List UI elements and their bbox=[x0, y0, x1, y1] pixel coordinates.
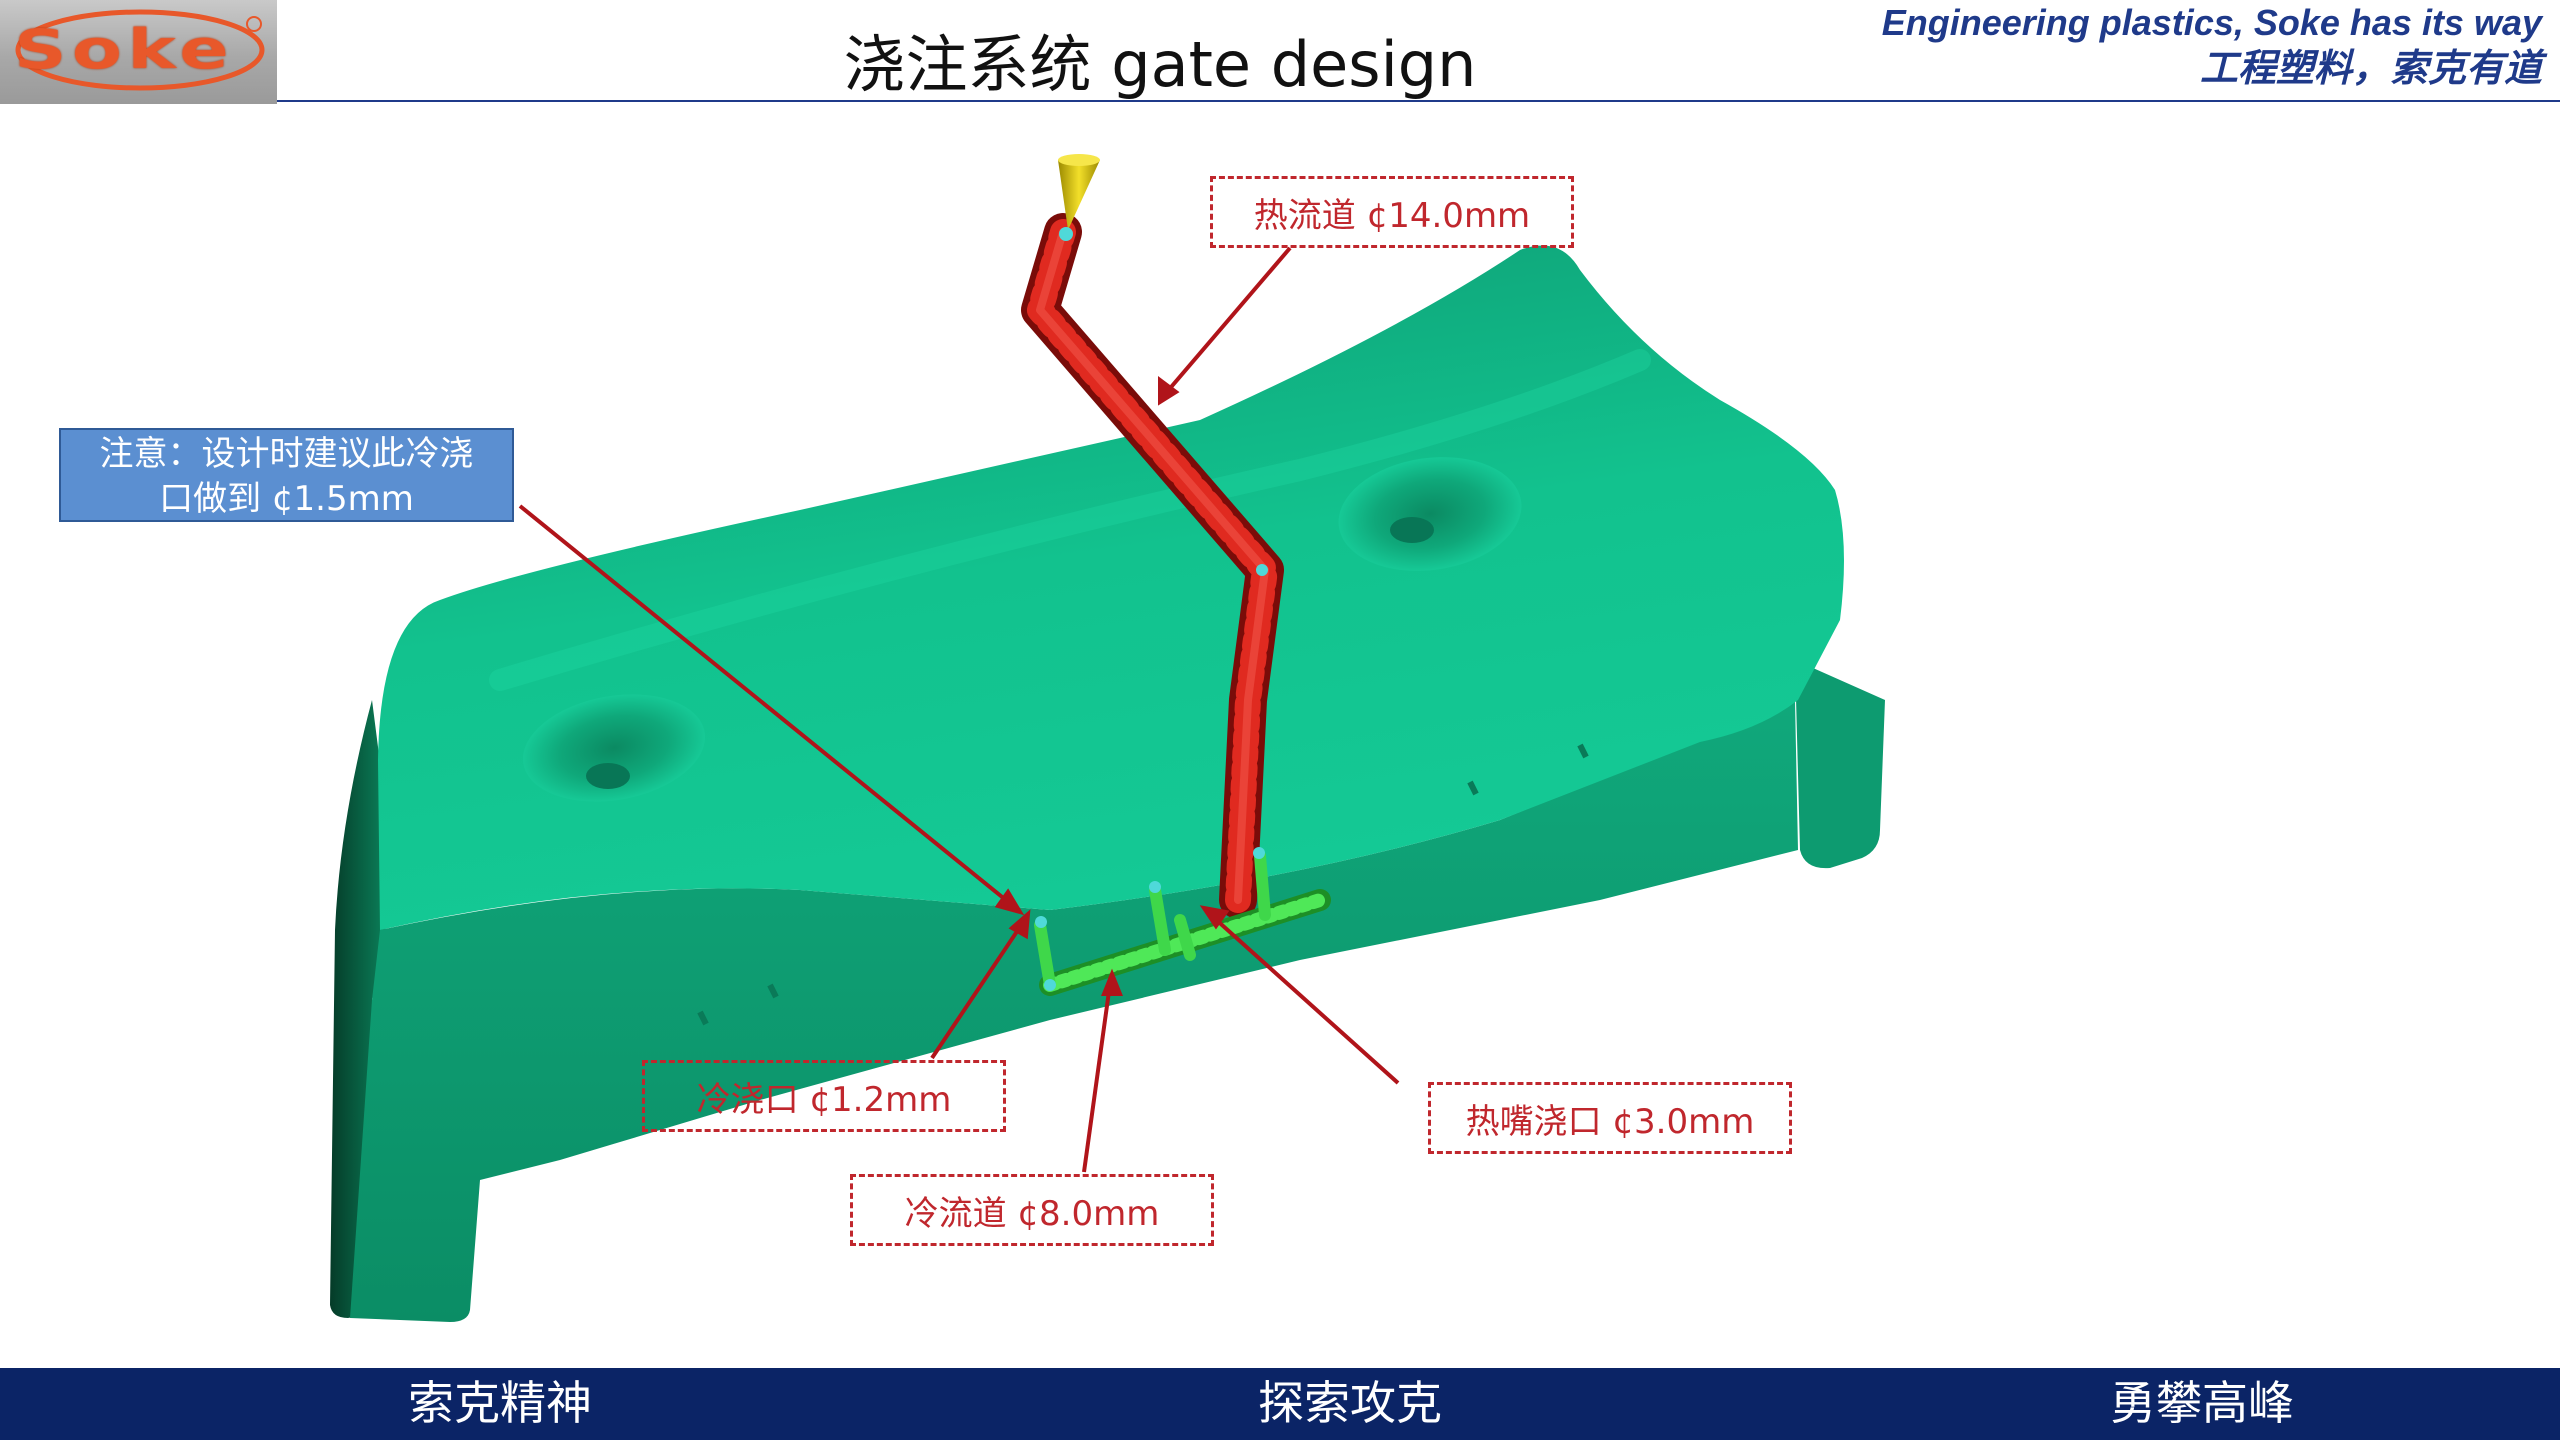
footer-center: 探索攻克 bbox=[1258, 1376, 1442, 1430]
footer-bar: 索克精神 探索攻克 勇攀高峰 bbox=[0, 1368, 2560, 1440]
gate-design-illustration: 热流道 ¢14.0mm 冷浇口 ¢1.2mm 冷流道 ¢8.0mm 热嘴浇口 ¢… bbox=[0, 104, 2560, 1368]
header-divider bbox=[277, 100, 2560, 102]
footer-left: 索克精神 bbox=[408, 1376, 592, 1430]
slogan: Engineering plastics, Soke has its way 工… bbox=[1882, 0, 2542, 90]
design-note: 注意：设计时建议此冷浇 口做到 ¢1.5mm bbox=[59, 428, 514, 522]
callout-cold-gate: 冷浇口 ¢1.2mm bbox=[642, 1060, 1006, 1132]
molded-part-drawing bbox=[330, 154, 1885, 1322]
logo-text: Soke bbox=[14, 18, 235, 81]
logo: Soke bbox=[0, 0, 277, 104]
callout-cold-runner: 冷流道 ¢8.0mm bbox=[850, 1174, 1214, 1246]
slogan-chinese: 工程塑料，索克有道 bbox=[2199, 46, 2542, 90]
design-note-line1: 注意：设计时建议此冷浇 bbox=[99, 434, 474, 474]
slogan-english: Engineering plastics, Soke has its way bbox=[1881, 2, 2542, 43]
page-title: 浇注系统 gate design bbox=[843, 28, 1477, 101]
callout-hot-runner: 热流道 ¢14.0mm bbox=[1210, 176, 1574, 248]
footer-right: 勇攀高峰 bbox=[2110, 1376, 2294, 1430]
design-note-line2: 口做到 ¢1.5mm bbox=[159, 479, 414, 519]
logo-swoosh-icon bbox=[15, 9, 265, 91]
callout-hot-nozzle-gate: 热嘴浇口 ¢3.0mm bbox=[1428, 1082, 1792, 1154]
